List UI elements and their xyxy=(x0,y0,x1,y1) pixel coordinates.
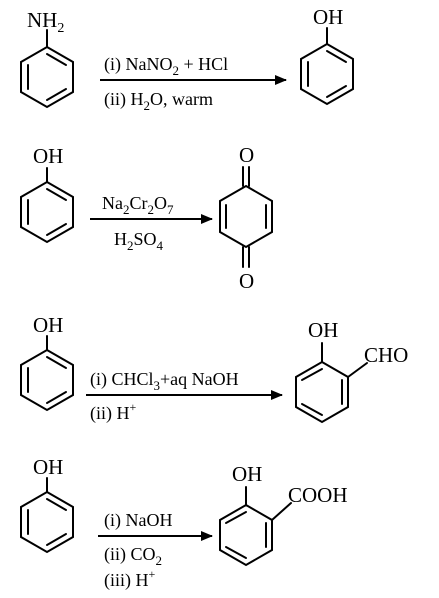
reagent-2-line-2: H2SO4 xyxy=(114,229,164,253)
cho-label: CHO xyxy=(364,343,408,367)
reaction-1: NH2 (i) NaNO2 + HCl (ii) H2O, warm OH xyxy=(20,5,354,113)
nh2-label: NH2 xyxy=(27,8,64,36)
phenol-reactant-ring xyxy=(20,348,74,412)
phenol-product-ring xyxy=(300,42,354,106)
reaction-3: OH (i) CHCl3+aq NaOH (ii) H+ OH CHO xyxy=(20,313,408,424)
reagent-3-line-2: (ii) H+ xyxy=(90,400,137,424)
aniline-benzene-ring xyxy=(20,45,74,109)
c-cho-bond xyxy=(347,362,368,378)
bottom-oxygen-label: O xyxy=(239,269,254,293)
oh-label: OH xyxy=(33,144,63,168)
oh-label: OH xyxy=(33,313,63,337)
reagent-1-line-2: (ii) H2O, warm xyxy=(104,89,213,113)
oh-label: OH xyxy=(313,5,343,29)
salicylaldehyde-ring xyxy=(295,360,349,424)
reagent-4-line-3: (iii) H+ xyxy=(104,567,156,591)
benzoquinone-ring xyxy=(219,184,273,249)
oh-label: OH xyxy=(308,318,338,342)
reagent-2-line-1: Na2Cr2O7 xyxy=(102,193,174,217)
phenol-reactant-ring xyxy=(20,490,74,554)
phenol-reactant-ring xyxy=(20,180,74,244)
reagent-3-line-1: (i) CHCl3+aq NaOH xyxy=(90,369,239,393)
oh-label: OH xyxy=(33,455,63,479)
reagent-4-line-2: (ii) CO2 xyxy=(104,544,162,568)
reaction-2: OH Na2Cr2O7 H2SO4 O O xyxy=(20,143,273,293)
reagent-1-line-1: (i) NaNO2 + HCl xyxy=(104,54,228,78)
reagent-4-line-1: (i) NaOH xyxy=(104,510,172,531)
cooh-label: COOH xyxy=(288,483,348,507)
oh-label: OH xyxy=(232,462,262,486)
salicylic-acid-ring xyxy=(219,503,273,567)
reaction-4: OH (i) NaOH (ii) CO2 (iii) H+ OH COOH xyxy=(20,455,348,591)
c-cooh-bond xyxy=(271,502,292,521)
top-oxygen-label: O xyxy=(239,143,254,167)
